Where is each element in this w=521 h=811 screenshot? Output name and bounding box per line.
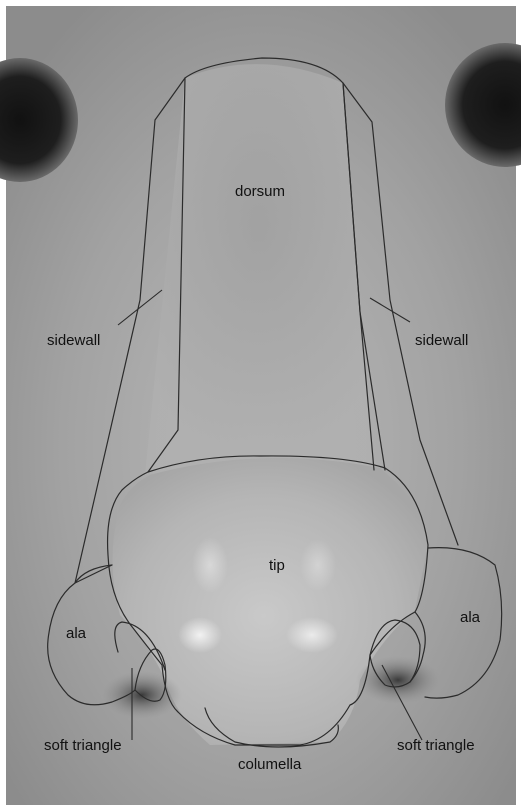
nose-photograph: [0, 0, 521, 811]
nasal-subunits-figure: dorsum sidewall sidewall tip ala ala sof…: [0, 0, 521, 811]
